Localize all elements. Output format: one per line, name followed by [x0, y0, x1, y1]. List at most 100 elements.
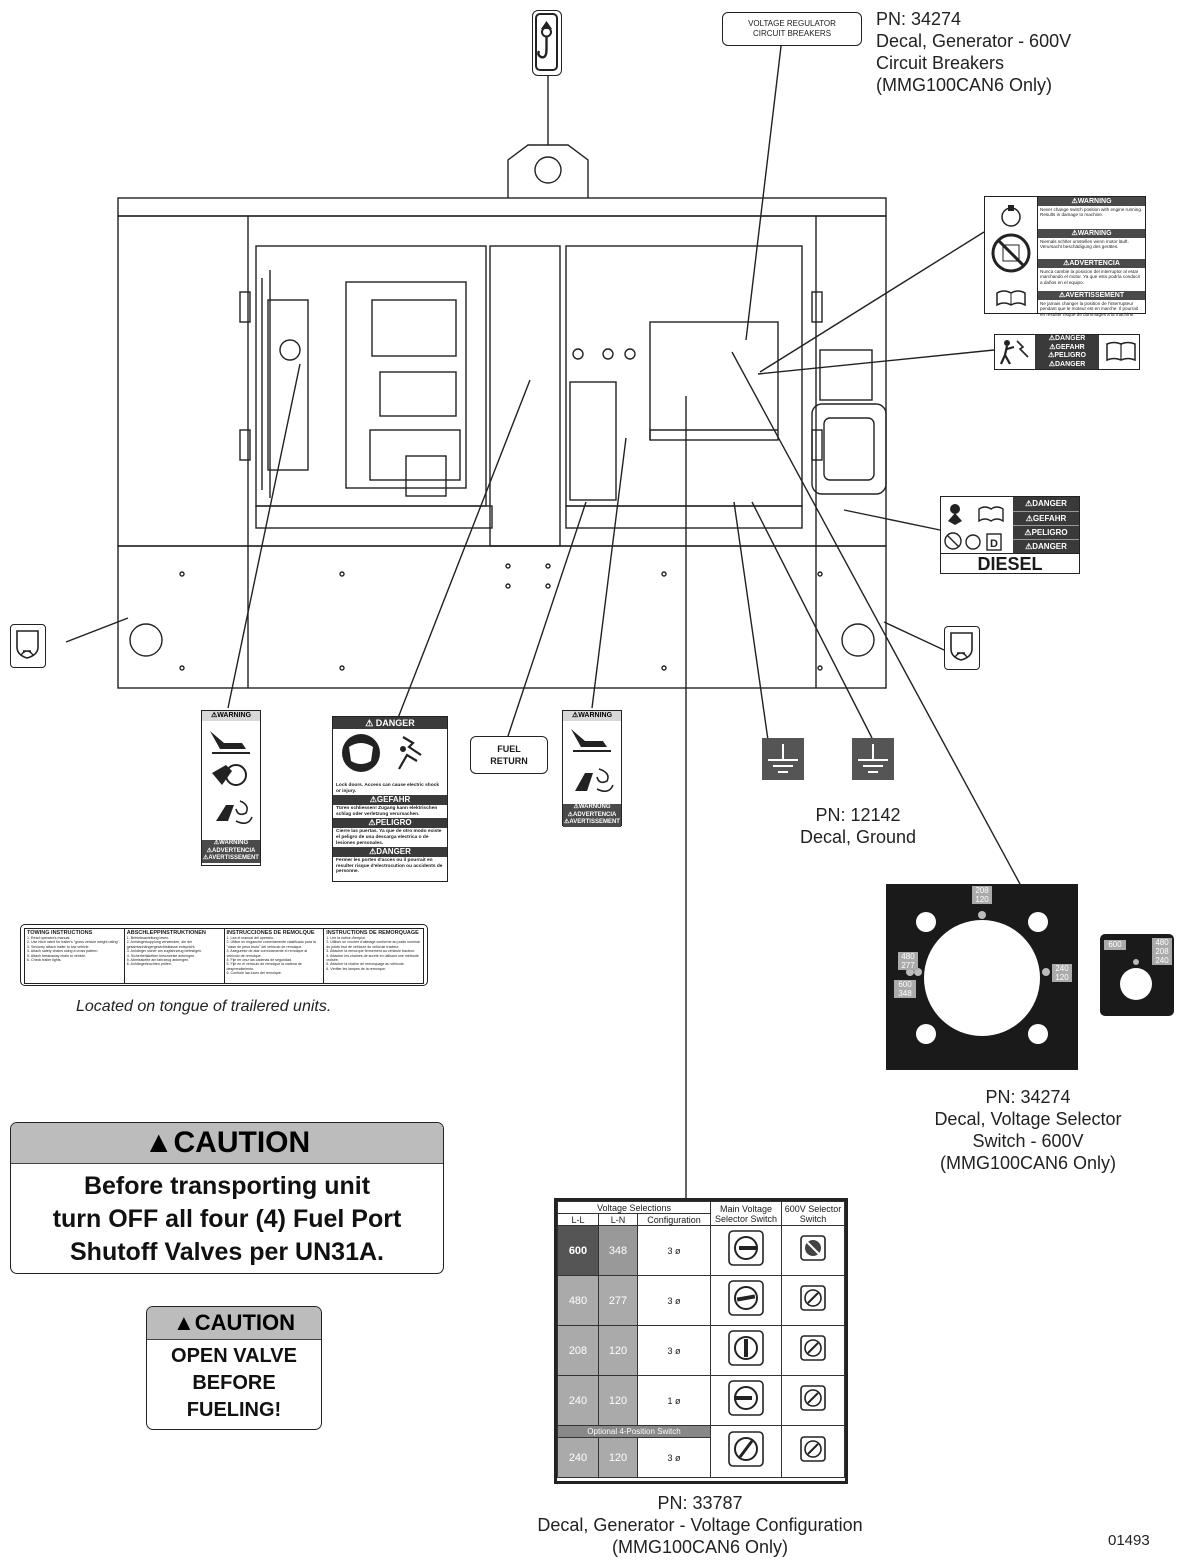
vr-line-1: VOLTAGE REGULATOR [748, 19, 836, 28]
caution-small-l1: OPEN VALVE [171, 1345, 297, 1367]
warning-rotating-left-decal: ⚠WARNING ⚠WARNING ⚠ADVERTENCIA ⚠AVERTISS… [201, 710, 261, 866]
towing-l-fr-2: 2. Utiliser un crochet d'attelage confor… [326, 940, 420, 949]
towing-l-fr-5: 5. Attacher la chaîne de remorquage au v… [326, 962, 405, 967]
towing-l-en-2: 2. Use hitch rated for trailer's "gross … [27, 940, 120, 945]
towing-l-es-5: 5. Fije en el vehiculo de remolque la ca… [226, 962, 302, 971]
ground-decal-1 [762, 738, 804, 780]
knob-switch-icon [800, 1436, 826, 1462]
towing-l-en-1: 1. Read operator's manual. [27, 936, 71, 940]
wl-b3: ⚠AVERTISSEMENT [202, 855, 260, 863]
vs-small-right: 480 208 240 [1152, 938, 1172, 965]
towing-note: Located on tongue of trailered units. [76, 998, 332, 1015]
towing-l-fr-6: 6. Vérifier les lampes de la remorque. [326, 966, 386, 971]
vc-desc-1: Decal, Generator - Voltage Configuration [537, 1515, 863, 1535]
voltage-configuration-decal: Voltage Selections Main Voltage Selector… [554, 1198, 848, 1484]
ground-caption: PN: 12142 Decal, Ground [778, 804, 938, 848]
warn-text-1: Never change switch position with engine… [1040, 207, 1143, 218]
vs-sr-3: 240 [1155, 956, 1169, 965]
vc-h-ll: L-L [557, 1213, 599, 1226]
vc-600-switch [781, 1225, 845, 1276]
warning-switch-decal: ⚠WARNING Never change switch position wi… [984, 196, 1146, 317]
knob-switch-icon [800, 1385, 826, 1411]
vs-desc-3: (MMG100CAN6 Only) [939, 1153, 1117, 1173]
towing-l-de-2: 2. Anhängerkupplung verwenden, die der g… [126, 940, 196, 949]
vs-pn: PN: 34274 [985, 1087, 1071, 1107]
diesel-decal: D ⚠DANGER ⚠GEFAHR ⚠PELIGRO ⚠DANGER DIESE… [940, 496, 1080, 574]
towing-title-fr: INSTRUCTIONS DE REMORQUAGE [326, 930, 419, 936]
danger-shock-bars: ⚠DANGER ⚠GEFAHR ⚠PELIGRO ⚠DANGER [1035, 335, 1099, 369]
vc-h-600: 600V Selector Switch [781, 1201, 845, 1226]
vc-ln: 120 [598, 1375, 638, 1426]
knob-switch-icon [800, 1235, 826, 1261]
warn-text-4: Ne jamais changer la position de l'inter… [1040, 301, 1139, 317]
vc-600-switch [781, 1375, 845, 1426]
vs-sr-1: 480 [1155, 938, 1169, 947]
knob-switch-icon [800, 1335, 826, 1361]
vs-top-2: 120 [975, 895, 989, 904]
rotary-switch-icon [728, 1431, 764, 1467]
circuit-breaker-caption: PN: 34274 Decal, Generator - 600V Circui… [876, 8, 1071, 96]
voltage-selector-small-decal: 600 480 208 240 [1100, 934, 1174, 1016]
vs-left-upper-label: 480 277 [898, 952, 918, 970]
knob-switch-icon [800, 1285, 826, 1311]
vc-optional-600-switch [781, 1425, 845, 1478]
rotary-switch-icon [728, 1230, 764, 1266]
vs-sr-2: 208 [1155, 947, 1169, 956]
vs-ll-2: 348 [898, 989, 912, 998]
vc-600-switch [781, 1325, 845, 1376]
vs-lu-1: 480 [901, 952, 915, 961]
towing-title-de: ABSCHLEPPINSTRUKTIONEN [126, 930, 206, 936]
vc-row-240: 240 120 1 ø [557, 1375, 845, 1426]
warn-text-2: Niemals schlter umstellen wenn motor läu… [1040, 239, 1129, 250]
caution-fuel-valves-decal: ▲CAUTION Before transporting unit turn O… [10, 1122, 444, 1274]
vc-conf: 3 ø [637, 1275, 711, 1326]
voltage-configuration-caption: PN: 33787 Decal, Generator - Voltage Con… [470, 1492, 930, 1558]
dd-h4: ⚠DANGER [333, 847, 447, 858]
warn-bar-3: ⚠ADVERTENCIA [1038, 259, 1145, 268]
wl-top: ⚠WARNING [202, 711, 260, 721]
vc-ll: 240 [557, 1375, 599, 1426]
vr-line-2: CIRCUIT BREAKERS [752, 29, 832, 38]
tiedown-decal-right [944, 626, 980, 670]
vc-main-switch [710, 1325, 782, 1376]
tiedown-decal-left [10, 624, 46, 668]
figure-number: 01493 [1108, 1532, 1150, 1549]
caution-big-l3: Shutoff Valves per UN31A. [70, 1238, 384, 1266]
cb-desc-3: (MMG100CAN6 Only) [876, 75, 1053, 95]
towing-col-en: TOWING INSTRUCTIONS 1. Read operator's m… [25, 929, 125, 983]
towing-l-de-6: 6. Anhängerleuchten prüfen. [126, 962, 172, 967]
hand-fan-icon [571, 729, 614, 793]
fuel-return-label: FUEL RETURN [470, 736, 548, 774]
danger-doors-decal: ⚠ DANGER Lock doors. Access can cause el… [332, 716, 448, 882]
warn-bar-1: ⚠WARNING [1038, 197, 1145, 206]
vc-conf: 3 ø [637, 1325, 711, 1376]
vc-conf: 3 ø [637, 1437, 711, 1478]
ground-icon [858, 744, 888, 773]
cb-desc-1: Decal, Generator - 600V [876, 31, 1072, 51]
vc-main-switch [710, 1275, 782, 1326]
vc-row-optional: 240 120 3 ø [557, 1437, 845, 1478]
caution-warning-icon: ▲ [173, 1310, 195, 1335]
vs-top-label: 208 120 [972, 886, 992, 904]
vc-row-600: 600 348 3 ø [557, 1225, 845, 1276]
towing-l-en-3: 3. Securely attach trailer to tow vehicl… [27, 944, 90, 949]
vc-h-main: Main Voltage Selector Switch [710, 1201, 782, 1226]
caution-small-head-text: CAUTION [194, 1310, 295, 1335]
towing-l-fr-3: 3. Attacher la remorque fermement au véh… [326, 949, 415, 954]
shock-hazard-icons [342, 734, 422, 772]
towing-l-de-1: 1. Betriebsanleitung lesen. [126, 936, 170, 940]
ds-bar-4: ⚠DANGER [1048, 360, 1086, 368]
dd-head: ⚠ DANGER [333, 717, 447, 729]
wl-b2: ⚠ADVERTENCIA [202, 847, 260, 855]
shock-person-icon [999, 340, 1029, 365]
cb-pn: PN: 34274 [876, 9, 962, 29]
caution-warning-icon: ▲ [143, 1126, 174, 1159]
rotary-switch-icon [728, 1380, 764, 1416]
warning-rotating-right-decal: ⚠WARNING ⚠WARNUNG ⚠ADVERTENCIA ⚠AVERTISS… [562, 710, 622, 827]
towing-l-de-5: 5. Abreisskette am fahrzeug anbringen. [126, 958, 190, 963]
vs-small-left: 600 [1104, 940, 1126, 950]
voltage-selector-decal: 208 120 480 277 600 348 240 120 [886, 884, 1078, 1070]
dz-bar-4: ⚠DANGER [1025, 542, 1067, 551]
vs-r-1: 240 [1055, 964, 1069, 973]
vs-desc-1: Decal, Voltage Selector [934, 1109, 1122, 1129]
